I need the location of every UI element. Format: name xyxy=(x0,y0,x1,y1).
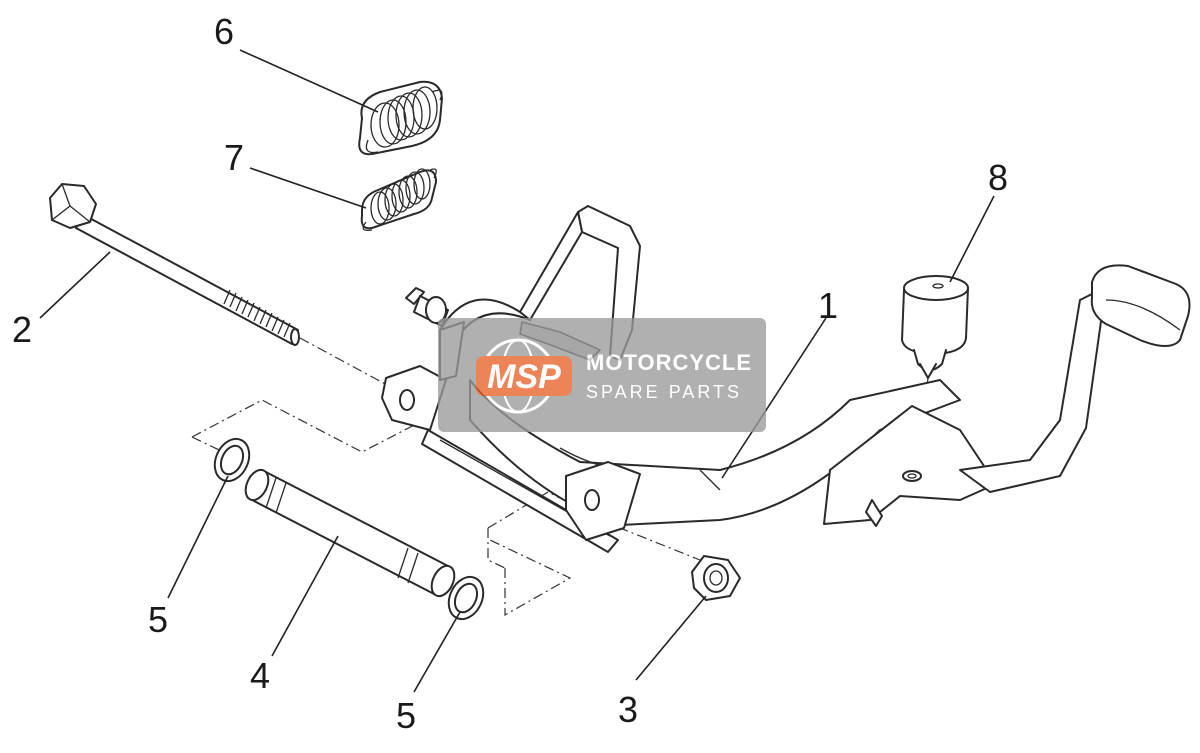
part-5-washer-left xyxy=(213,437,251,483)
part-6-return-spring xyxy=(358,80,443,156)
part-3-nut xyxy=(691,555,741,601)
leader-lines xyxy=(39,49,995,693)
watermark-logo: MSP xyxy=(487,358,561,396)
watermark-subtitle: SPARE PARTS xyxy=(586,382,742,402)
callout-numbers: 6 7 2 1 8 5 4 5 3 xyxy=(12,11,1008,736)
logo-badge xyxy=(476,356,572,396)
part-2-long-bolt xyxy=(49,183,300,346)
callout-8: 8 xyxy=(988,157,1008,198)
callout-3: 3 xyxy=(618,689,638,730)
watermark: MSP MOTORCYCLE SPARE PARTS xyxy=(438,318,766,432)
part-7-small-spring xyxy=(360,168,437,231)
watermark-background xyxy=(438,318,766,432)
watermark-brand: MOTORCYCLE xyxy=(586,350,752,375)
callout-6: 6 xyxy=(214,11,234,52)
callout-1: 1 xyxy=(818,285,838,326)
callout-5-right: 5 xyxy=(396,695,416,736)
part-5-washer-right xyxy=(447,575,485,621)
callout-4: 4 xyxy=(250,655,270,696)
callout-7: 7 xyxy=(224,137,244,178)
callout-5-left: 5 xyxy=(148,599,168,640)
callout-2: 2 xyxy=(12,309,32,350)
part-4-pivot-pin xyxy=(244,468,456,598)
part-8-rubber-stop xyxy=(901,275,969,379)
